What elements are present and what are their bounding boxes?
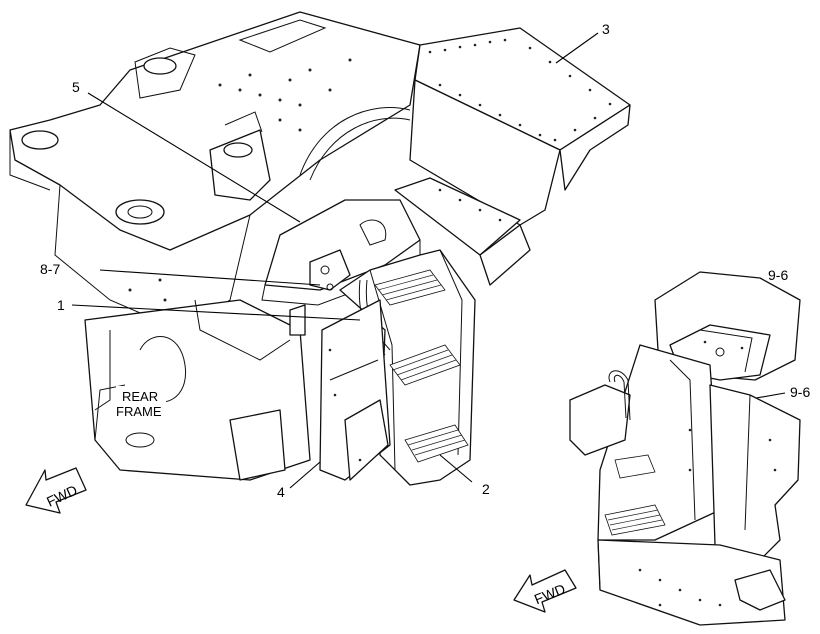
callout-9-6-top: 9-6 (768, 267, 788, 283)
step-platform (261, 199, 421, 336)
callout-5: 5 (72, 79, 80, 95)
frame-holes (128, 58, 352, 302)
callout-1: 1 (57, 297, 65, 313)
rear-frame-assembly (9, 11, 421, 481)
callout-4: 4 (277, 484, 285, 500)
side-guard (319, 299, 391, 481)
rear-frame-label: REAR FRAME (116, 386, 166, 420)
detail-view-assembly (569, 271, 801, 626)
callout-3: 3 (602, 21, 610, 37)
callout-9-6-side: 9-6 (790, 384, 810, 400)
callout-2: 2 (482, 481, 490, 497)
fwd-arrow-detail: FWD (513, 569, 577, 613)
fwd-arrow-main: FWD (25, 467, 87, 514)
rear-frame-line2: FRAME (116, 404, 162, 419)
platform-deck (394, 27, 631, 286)
callout-labels: 5 8-7 1 3 2 4 9-6 9-6 (40, 21, 810, 500)
detail-holes (638, 428, 777, 607)
deck-bolt-pattern (428, 38, 612, 222)
callout-8-7: 8-7 (40, 261, 60, 277)
rear-frame-line1: REAR (122, 389, 158, 404)
